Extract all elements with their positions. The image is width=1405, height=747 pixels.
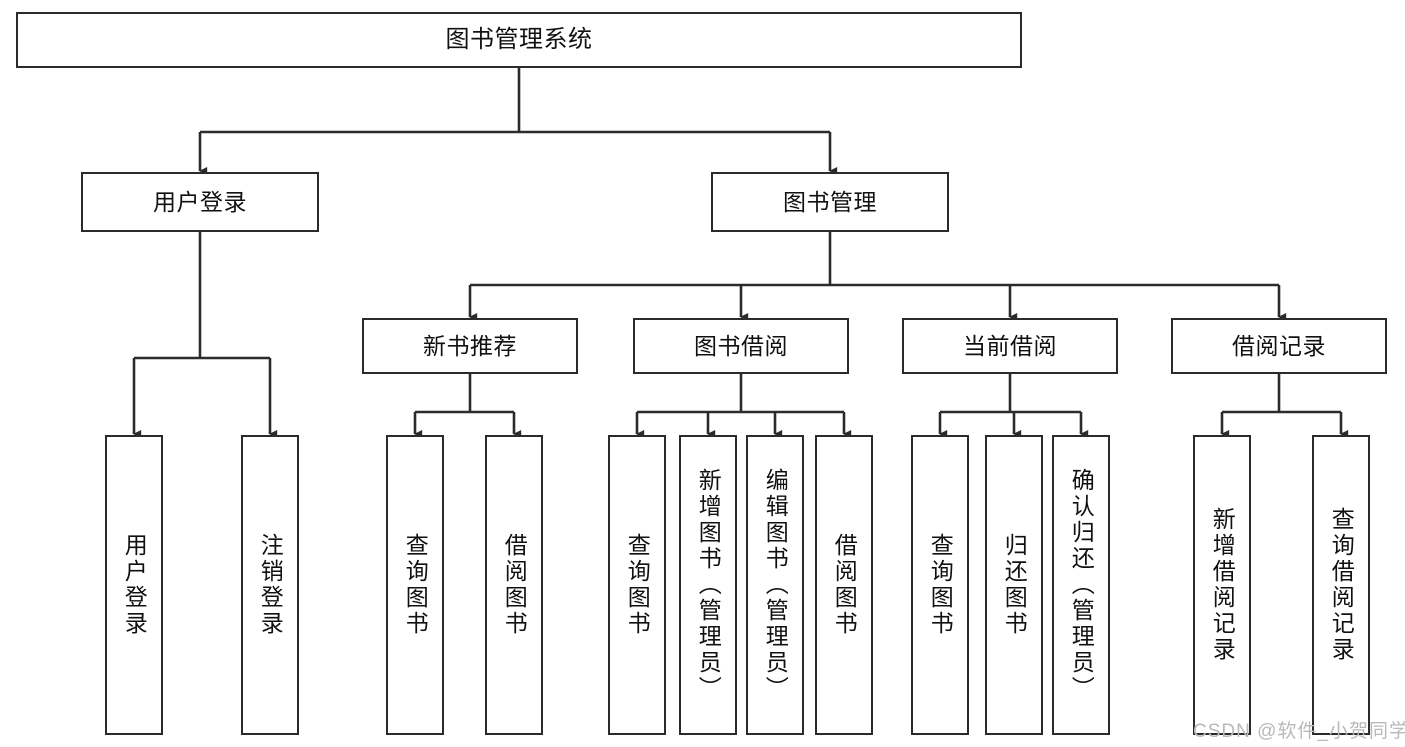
node-l_queryrec[interactable]: 查询借阅记录 xyxy=(1312,435,1370,735)
node-label: 图书管理 xyxy=(783,188,877,215)
node-newbook[interactable]: 新书推荐 xyxy=(362,318,578,374)
node-l_add[interactable]: 新增图书（管理员） xyxy=(679,435,737,735)
node-label: 当前借阅 xyxy=(963,332,1057,359)
node-records[interactable]: 借阅记录 xyxy=(1171,318,1387,374)
node-l_query1[interactable]: 查询图书 xyxy=(386,435,444,735)
node-label: 新增图书（管理员） xyxy=(695,468,722,702)
node-label: 借阅图书 xyxy=(501,533,528,637)
node-l_login[interactable]: 用户登录 xyxy=(105,435,163,735)
node-l_borrow1[interactable]: 借阅图书 xyxy=(485,435,543,735)
node-label: 查询图书 xyxy=(402,533,429,637)
node-label: 新增借阅记录 xyxy=(1209,507,1236,663)
node-label: 查询借阅记录 xyxy=(1328,507,1355,663)
node-label: 编辑图书（管理员） xyxy=(762,468,789,702)
node-l_query3[interactable]: 查询图书 xyxy=(911,435,969,735)
node-label: 查询图书 xyxy=(927,533,954,637)
node-l_confirm[interactable]: 确认归还（管理员） xyxy=(1052,435,1110,735)
node-label: 用户登录 xyxy=(153,188,247,215)
node-bookmgmt[interactable]: 图书管理 xyxy=(711,172,949,232)
node-label: 新书推荐 xyxy=(423,332,517,359)
node-login[interactable]: 用户登录 xyxy=(81,172,319,232)
node-l_addrec[interactable]: 新增借阅记录 xyxy=(1193,435,1251,735)
node-label: 图书管理系统 xyxy=(445,26,593,53)
node-label: 图书借阅 xyxy=(694,332,788,359)
node-l_return[interactable]: 归还图书 xyxy=(985,435,1043,735)
node-label: 归还图书 xyxy=(1001,533,1028,637)
node-label: 用户登录 xyxy=(121,533,148,637)
node-root[interactable]: 图书管理系统 xyxy=(16,12,1022,68)
node-l_query2[interactable]: 查询图书 xyxy=(608,435,666,735)
node-l_edit[interactable]: 编辑图书（管理员） xyxy=(746,435,804,735)
node-label: 确认归还（管理员） xyxy=(1068,468,1095,702)
csdn-watermark: CSDN @软件_小贺同学 xyxy=(1193,721,1405,742)
node-l_logout[interactable]: 注销登录 xyxy=(241,435,299,735)
node-borrow[interactable]: 图书借阅 xyxy=(633,318,849,374)
node-current[interactable]: 当前借阅 xyxy=(902,318,1118,374)
node-label: 注销登录 xyxy=(257,533,284,637)
node-label: 查询图书 xyxy=(624,533,651,637)
node-label: 借阅图书 xyxy=(831,533,858,637)
node-l_borrow2[interactable]: 借阅图书 xyxy=(815,435,873,735)
node-label: 借阅记录 xyxy=(1232,332,1326,359)
